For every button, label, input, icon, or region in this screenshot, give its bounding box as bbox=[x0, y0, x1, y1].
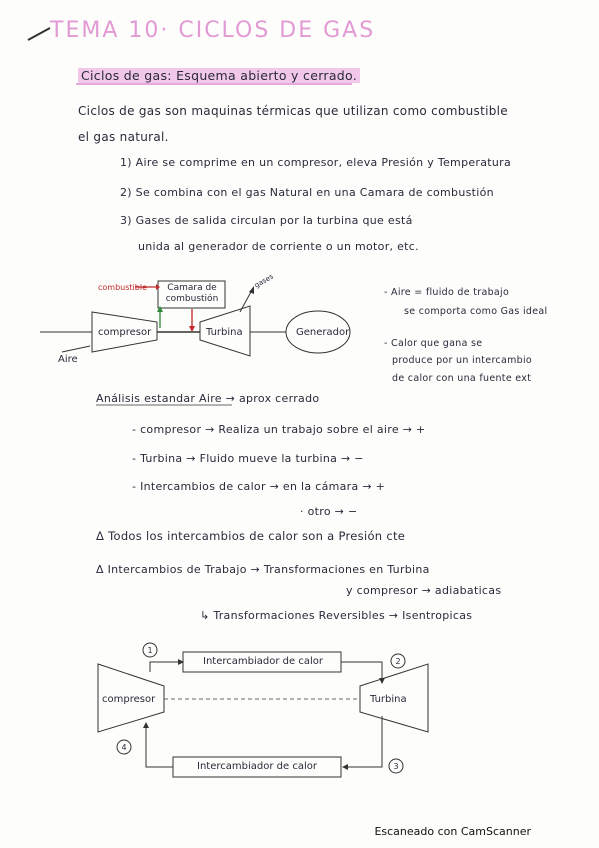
note-5: de calor con una fuente ext bbox=[392, 373, 532, 384]
analysis-4: · otro → − bbox=[300, 505, 358, 518]
analysis-3: - Intercambios de calor → en la cámara →… bbox=[132, 480, 386, 493]
turbine-shape-2 bbox=[359, 663, 429, 733]
compressor-label-2: compresor bbox=[102, 694, 156, 705]
node-4: 4 bbox=[121, 743, 127, 752]
note-1: - Aire = fluido de trabajo bbox=[384, 287, 510, 298]
subtitle-text: Ciclos de gas: Esquema abierto y cerrado… bbox=[78, 68, 361, 83]
fact-4: ↳ Transformaciones Reversibles → Isentro… bbox=[200, 609, 473, 622]
top-exchanger-label: Intercambiador de calor bbox=[203, 656, 323, 667]
fact-1: Δ Todos los intercambios de calor son a … bbox=[96, 529, 406, 543]
scanner-footer: Escaneado con CamScanner bbox=[374, 825, 531, 838]
note-4: produce por un intercambio bbox=[392, 355, 533, 366]
page-title: TEMA 10· CICLOS DE GAS bbox=[50, 18, 376, 43]
compressor-label: compresor bbox=[98, 327, 152, 338]
analysis-1: - compresor → Realiza un trabajo sobre e… bbox=[132, 423, 426, 436]
title-stroke bbox=[27, 27, 51, 41]
analysis-2: - Turbina → Fluido mueve la turbina → − bbox=[132, 452, 364, 465]
section-subtitle: Ciclos de gas: Esquema abierto y cerrado… bbox=[78, 68, 361, 83]
closed-cycle-diagram bbox=[97, 642, 429, 778]
intro-line-2: el gas natural. bbox=[78, 130, 169, 144]
node-2: 2 bbox=[395, 657, 401, 666]
note-2: se comporta como Gas ideal bbox=[404, 306, 548, 317]
compressor-shape bbox=[91, 311, 158, 353]
turbine-label-2: Turbina bbox=[370, 694, 407, 705]
step-2: 2) Se combina con el gas Natural en una … bbox=[120, 186, 494, 199]
step-1: 1) Aire se comprime en un compresor, ele… bbox=[120, 156, 512, 169]
step-3: 3) Gases de salida circulan por la turbi… bbox=[120, 214, 413, 227]
node-3: 3 bbox=[393, 762, 399, 771]
node-1: 1 bbox=[147, 646, 153, 655]
air-label: Aire bbox=[58, 354, 78, 365]
combustible-label: combustible bbox=[98, 283, 147, 292]
turbine-label: Turbina bbox=[206, 327, 243, 338]
step-3-cont: unida al generador de corriente o un mot… bbox=[138, 240, 419, 253]
open-cycle-diagram bbox=[40, 280, 351, 357]
fact-3: y compresor → adiabaticas bbox=[346, 584, 502, 597]
compressor-shape-2 bbox=[97, 663, 165, 733]
note-3: - Calor que gana se bbox=[384, 338, 483, 349]
analysis-title: Análisis estandar Aire → aprox cerrado bbox=[96, 392, 320, 405]
bottom-exchanger-label: Intercambiador de calor bbox=[197, 761, 317, 772]
camara-label: Camara de combustión bbox=[165, 283, 219, 304]
combustion-chamber-box bbox=[157, 280, 226, 309]
generator-label: Generador bbox=[296, 327, 350, 338]
fact-2: Δ Intercambios de Trabajo → Transformaci… bbox=[96, 563, 430, 576]
intro-line-1: Ciclos de gas son maquinas térmicas que … bbox=[78, 104, 508, 118]
turbine-shape bbox=[199, 305, 251, 357]
